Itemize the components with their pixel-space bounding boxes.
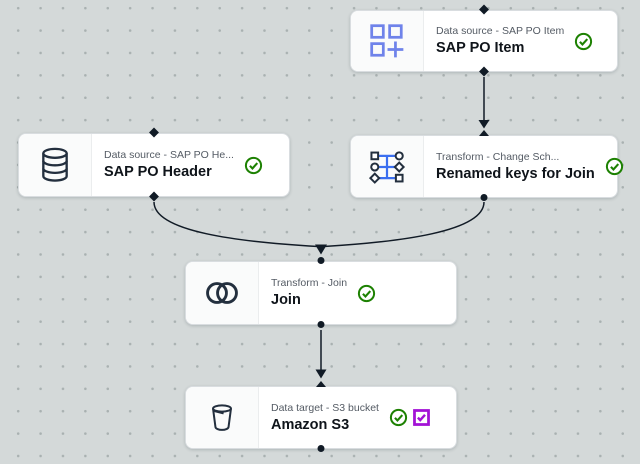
node-amazon-s3[interactable]: Data target - S3 bucket Amazon S3	[185, 381, 457, 452]
output-port-circle[interactable]	[480, 194, 488, 201]
edge-merge-arrow	[315, 244, 327, 255]
change-schema-icon	[368, 150, 406, 184]
output-port-circle[interactable]	[317, 321, 325, 328]
node-type-label: Data source - SAP PO Item	[436, 25, 565, 37]
success-check-icon	[605, 157, 624, 176]
node-type-label: Data target - S3 bucket	[271, 401, 379, 414]
node-icon-panel	[186, 262, 259, 324]
node-type-label: Transform - Change Sch...	[436, 150, 560, 163]
node-renamed-keys-for-join[interactable]: Transform - Change Sch... Renamed keys f…	[350, 130, 623, 201]
node-sap-po-header[interactable]: Data source - SAP PO He... SAP PO Header	[18, 127, 290, 202]
node-name-label: Join	[271, 292, 301, 308]
success-check-icon	[574, 32, 593, 51]
node-icon-panel	[19, 134, 92, 196]
node-selected-checkbox[interactable]	[413, 409, 430, 426]
success-check-icon	[244, 156, 263, 175]
custom-connector-grid-plus-icon	[370, 24, 404, 58]
success-check-icon	[389, 408, 408, 427]
node-name-label: Amazon S3	[271, 416, 350, 433]
input-port-circle[interactable]	[317, 257, 325, 264]
node-type-label: Transform - Join	[271, 277, 348, 289]
input-port-triangle[interactable]	[479, 130, 489, 136]
edge-sap-po-header-to-join[interactable]	[153, 201, 319, 248]
database-icon	[42, 147, 68, 182]
edge-renamed-keys-to-join[interactable]	[323, 201, 485, 248]
node-name-label: SAP PO Header	[104, 164, 212, 180]
node-name-label: Renamed keys for Join	[436, 165, 595, 182]
node-sap-po-item[interactable]: Data source - SAP PO Item SAP PO Item	[350, 4, 618, 77]
node-icon-panel	[351, 136, 424, 197]
edge-join-to-amazon-s3[interactable]	[315, 330, 327, 379]
output-port-circle[interactable]	[317, 445, 325, 452]
node-join[interactable]: Transform - Join Join	[185, 257, 457, 328]
join-venn-icon	[206, 282, 238, 304]
node-type-label: Data source - SAP PO He...	[104, 149, 234, 161]
node-icon-panel	[351, 11, 424, 71]
node-icon-panel	[186, 387, 259, 448]
input-port-triangle[interactable]	[316, 381, 326, 387]
success-check-icon	[357, 284, 376, 303]
edge-sap-po-item-to-renamed-keys[interactable]	[478, 77, 490, 129]
s3-bucket-icon	[212, 403, 232, 431]
node-name-label: SAP PO Item	[436, 40, 525, 56]
